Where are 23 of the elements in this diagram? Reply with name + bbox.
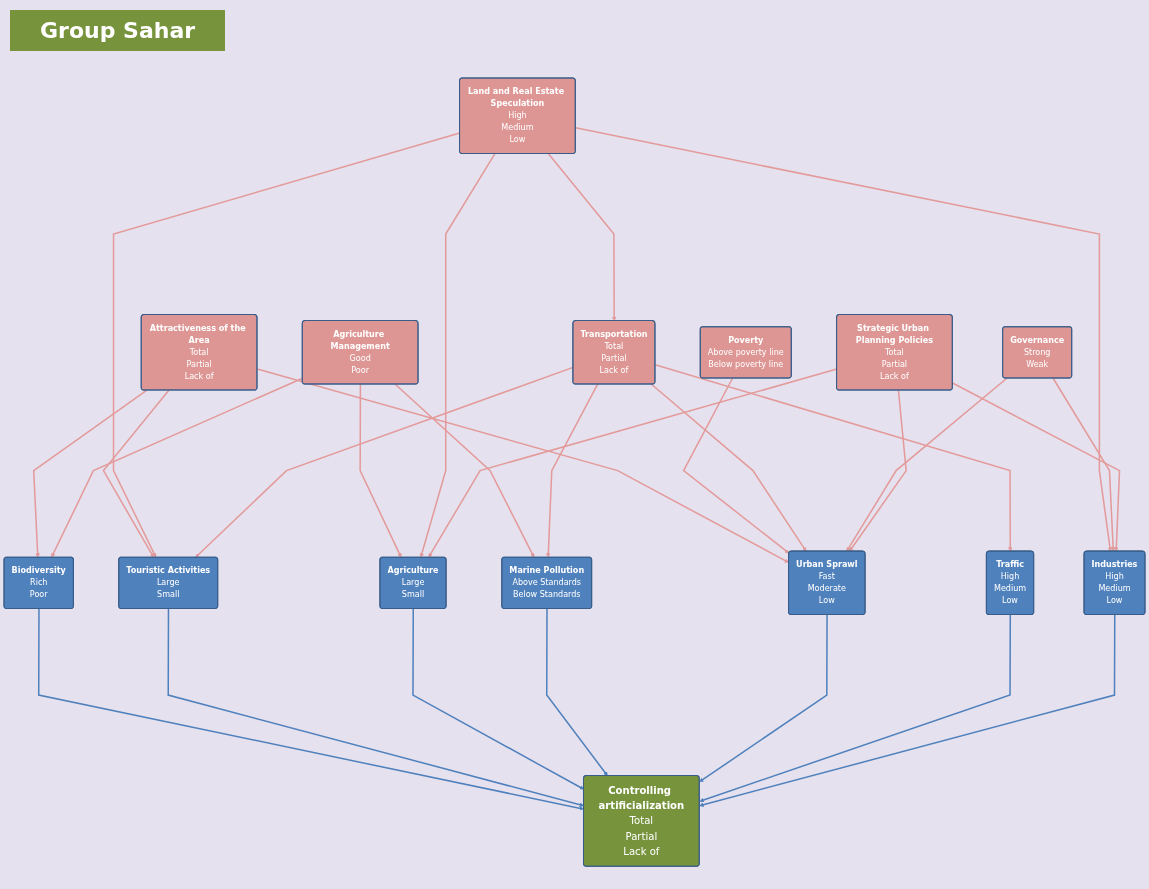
arrow: [846, 377, 1008, 552]
arrow: [654, 364, 1013, 552]
arrow: [1052, 377, 1116, 552]
title-banner: Group Sahar: [10, 10, 226, 51]
arrow: [102, 389, 170, 558]
arrow: [682, 377, 790, 554]
arrow: [699, 614, 828, 783]
arrow: [412, 608, 584, 790]
arrow: [256, 368, 789, 564]
arrow: [699, 614, 1012, 803]
arrow: [32, 389, 148, 558]
arrow: [359, 383, 402, 558]
arrow: [37, 608, 584, 811]
arrow: [419, 153, 496, 558]
arrow: [546, 383, 599, 558]
arrow: [699, 614, 1116, 808]
arrow: [546, 608, 608, 777]
arrow: [394, 383, 535, 558]
arrow: [849, 389, 907, 552]
arrow: [167, 608, 584, 808]
arrow: [574, 127, 1113, 552]
arrow: [547, 153, 617, 322]
arrow: [650, 383, 807, 552]
